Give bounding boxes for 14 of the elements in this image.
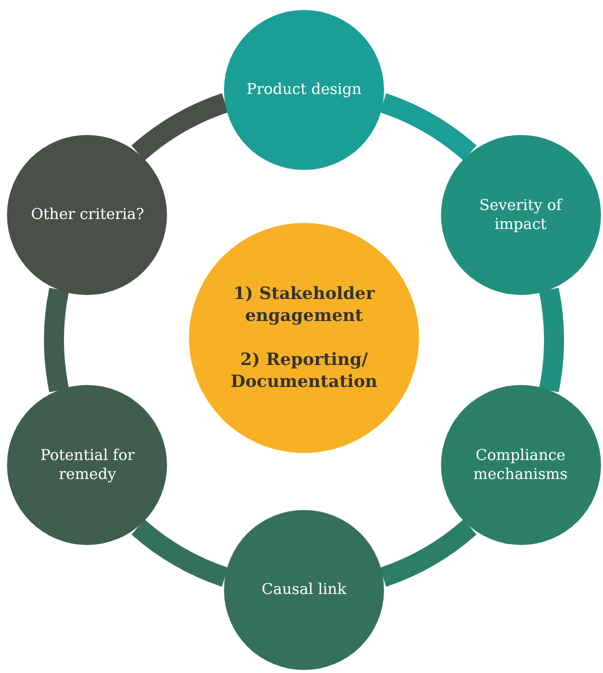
node-label: 2) Reporting/ Documentation [230, 349, 378, 394]
connector-arc [539, 288, 564, 392]
connector-arc [379, 519, 476, 587]
connector-arc [44, 288, 69, 392]
node-label: Potential for remedy [39, 446, 136, 484]
node-label: Severity of impact [478, 196, 564, 234]
node-label: Causal link [262, 580, 346, 600]
node-label: Other criteria? [30, 205, 144, 225]
connector-arc [379, 93, 476, 161]
node-label: Compliance mechanisms [472, 446, 569, 484]
connector-arc [132, 93, 229, 161]
connector-arc [132, 519, 229, 587]
node-label: 1) Stakeholder engagement [232, 282, 376, 327]
node-label: Product design [246, 80, 362, 100]
